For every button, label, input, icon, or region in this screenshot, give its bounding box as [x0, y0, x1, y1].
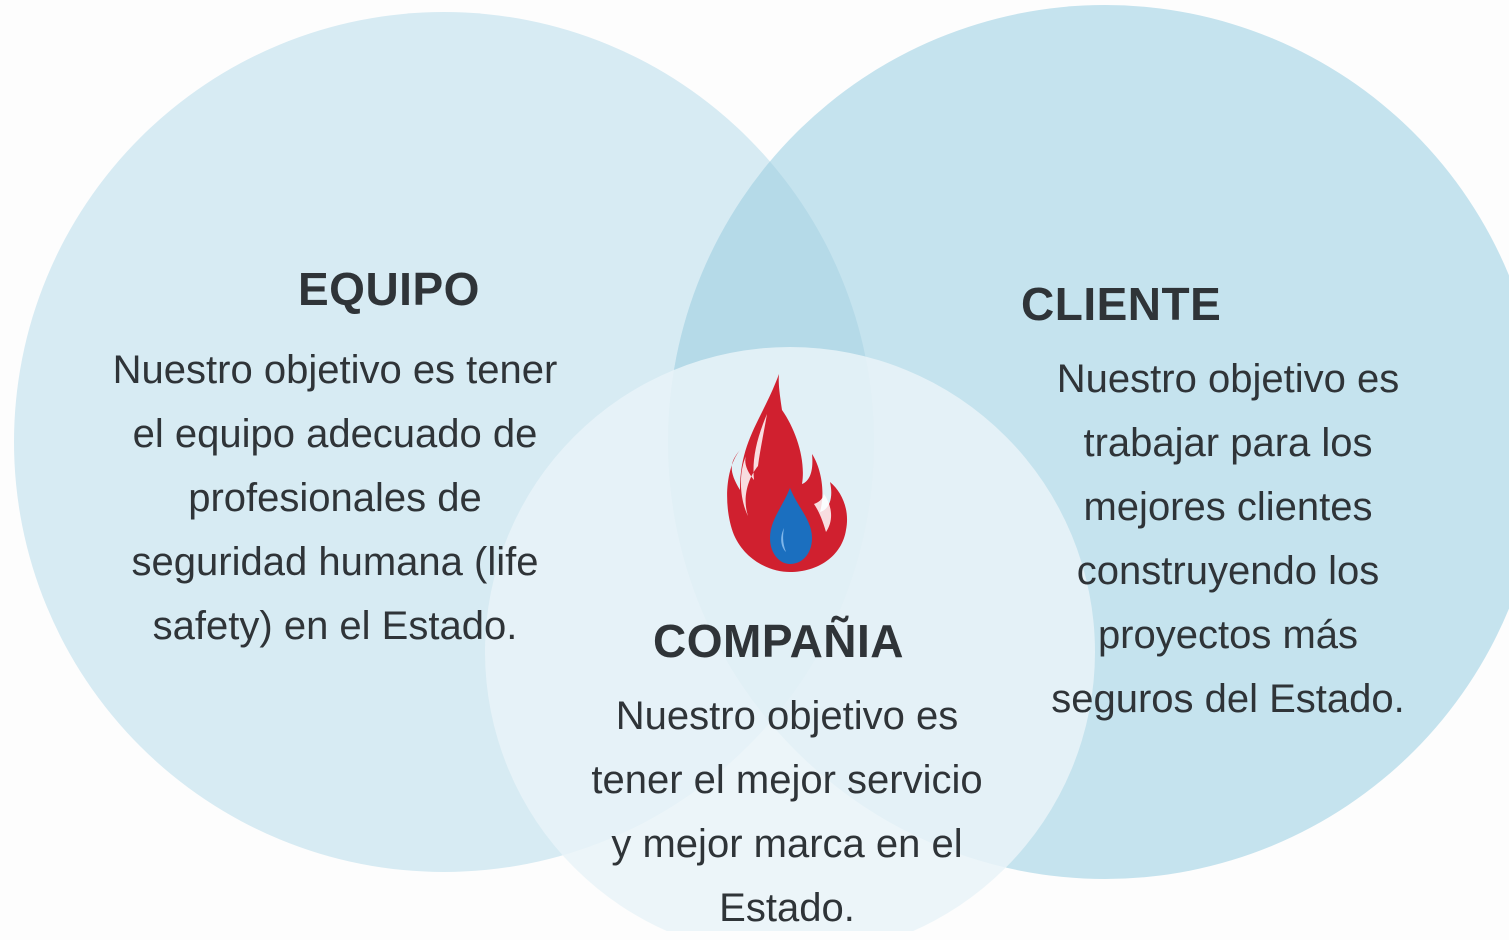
cliente-line: Nuestro objetivo es — [1056, 357, 1400, 401]
equipo-description: Nuestro objetivo es tener el equipo adec… — [70, 338, 600, 658]
compania-line: y mejor marca en el — [611, 822, 963, 866]
flame-with-water-drop-icon — [722, 370, 852, 575]
cliente-line: proyectos más — [1097, 613, 1359, 657]
equipo-line: el equipo adecuado de — [132, 412, 538, 456]
compania-line: Nuestro objetivo es — [615, 694, 959, 738]
equipo-line: Nuestro objetivo es tener — [112, 348, 558, 392]
cliente-line: trabajar para los — [1083, 421, 1373, 465]
equipo-line: seguridad humana (life — [131, 540, 539, 584]
equipo-line: profesionales de — [188, 476, 482, 520]
cliente-line: seguros del Estado. — [1051, 677, 1405, 721]
cliente-line: mejores clientes — [1083, 485, 1373, 529]
equipo-line: safety) en el Estado. — [152, 604, 518, 648]
equipo-title: EQUIPO — [298, 263, 480, 315]
compania-description: Nuestro objetivo es tener el mejor servi… — [556, 684, 1018, 940]
compania-line: Estado. — [719, 886, 855, 930]
cliente-title: CLIENTE — [1021, 278, 1222, 330]
circle-compania — [485, 347, 1095, 931]
compania-line: tener el mejor servicio — [591, 758, 983, 802]
cliente-description: Nuestro objetivo es trabajar para los me… — [1010, 347, 1446, 731]
cliente-line: construyendo los — [1076, 549, 1380, 593]
compania-title: COMPAÑIA — [653, 615, 905, 667]
